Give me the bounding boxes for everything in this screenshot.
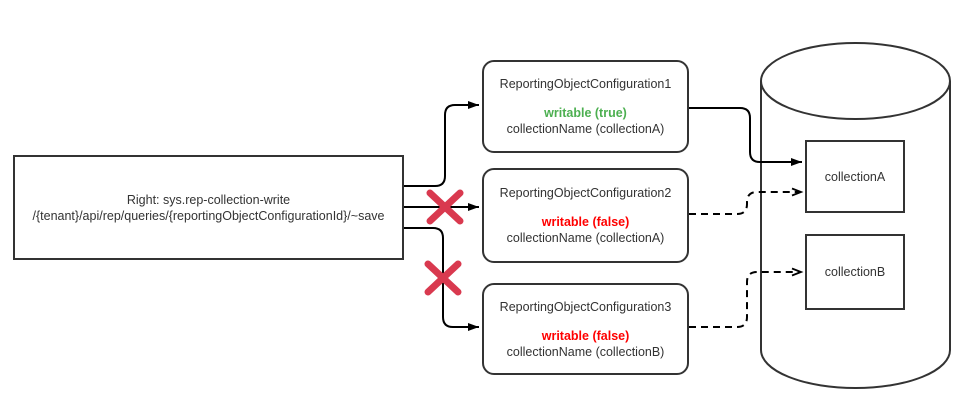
source-endpoint-label: /{tenant}/api/rep/queries/{reportingObje… — [32, 208, 385, 223]
collectionA-node: collectionA — [805, 140, 905, 213]
config1-title: ReportingObjectConfiguration1 — [499, 77, 672, 91]
config2-writable-flag: writable (false) — [541, 215, 630, 229]
config-node-1: ReportingObjectConfiguration1 writable (… — [482, 60, 689, 153]
config3-writable-flag: writable (false) — [541, 328, 630, 343]
collectionB-label: collectionB — [824, 265, 886, 279]
source-request-node: Right: sys.rep-collection-write /{tenant… — [13, 155, 404, 260]
edge-config3-to-collectionB-dashed — [689, 267, 804, 328]
edge-config2-to-collectionA-dashed — [689, 187, 804, 215]
denied-x-icon-config2 — [426, 189, 464, 225]
config-node-2: ReportingObjectConfiguration2 writable (… — [482, 168, 689, 263]
config3-title: ReportingObjectConfiguration3 — [499, 299, 672, 314]
collectionA-label: collectionA — [824, 169, 886, 184]
source-right-label: Right: sys.rep-collection-write — [126, 192, 291, 207]
config3-collection-name: collectionName (collectionB) — [506, 344, 665, 359]
edge-source-to-config1 — [404, 101, 479, 187]
database-cylinder-icon — [760, 42, 951, 389]
config1-collection-name: collectionName (collectionA) — [506, 122, 665, 136]
config2-title: ReportingObjectConfiguration2 — [499, 186, 672, 200]
config1-writable-flag: writable (true) — [544, 106, 627, 120]
collectionB-node: collectionB — [805, 234, 905, 310]
edge-config1-to-collectionA — [689, 107, 802, 166]
config2-collection-name: collectionName (collectionA) — [506, 231, 665, 245]
denied-x-icon-config3 — [424, 260, 462, 296]
config-node-3: ReportingObjectConfiguration3 writable (… — [482, 283, 689, 375]
